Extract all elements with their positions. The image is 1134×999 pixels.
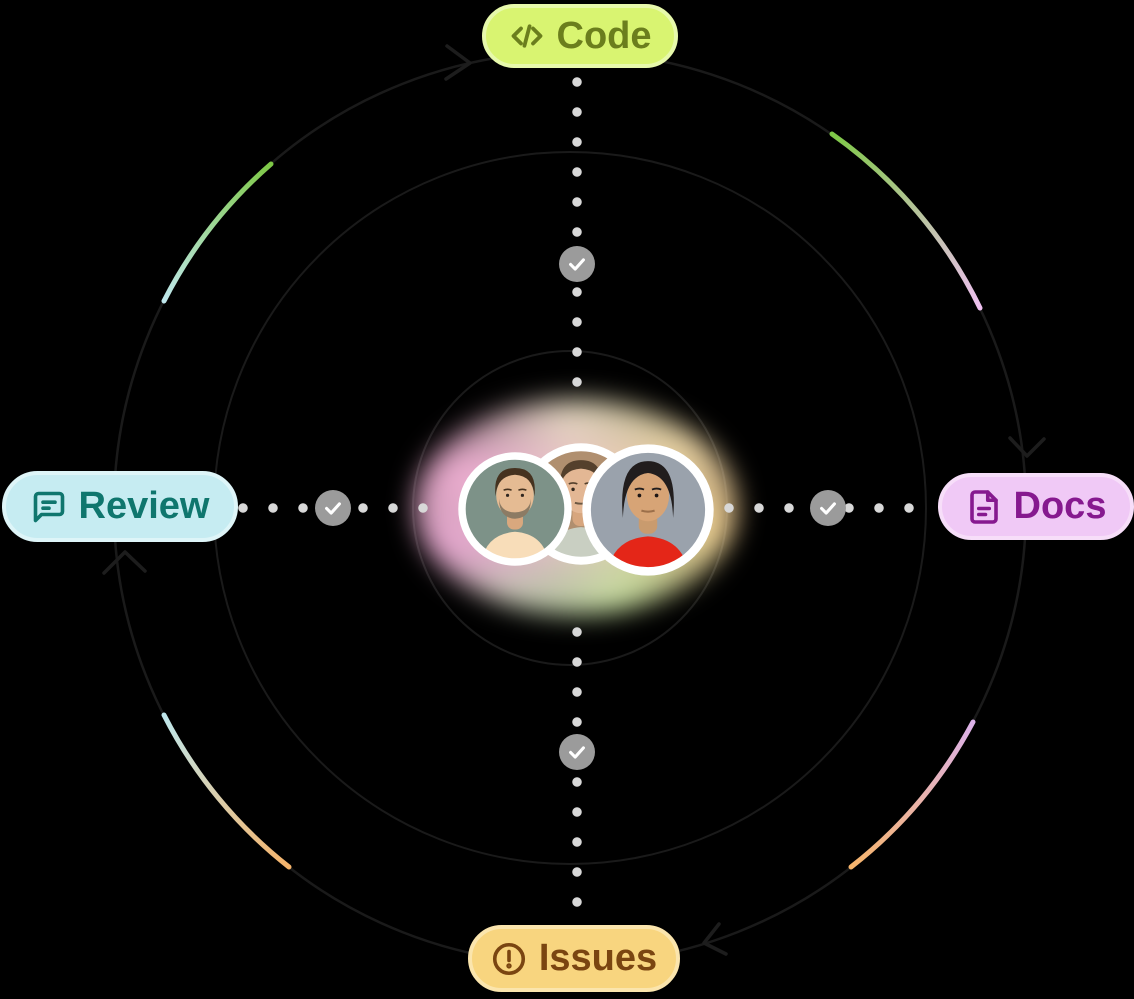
avatar-right bbox=[582, 444, 714, 576]
node-docs[interactable]: Docs bbox=[938, 473, 1134, 540]
check-icon bbox=[569, 746, 585, 759]
arc-issues-to-review bbox=[161, 712, 292, 870]
document-icon bbox=[969, 489, 998, 524]
node-code[interactable]: Code bbox=[482, 4, 678, 68]
check-badge bbox=[315, 490, 351, 526]
check-icon bbox=[325, 502, 341, 515]
dotted-connector-top bbox=[572, 67, 582, 397]
arrow-to-issues-icon bbox=[702, 922, 728, 956]
check-badge bbox=[559, 734, 595, 770]
avatar-left bbox=[458, 452, 572, 566]
comment-icon bbox=[33, 491, 64, 522]
node-review[interactable]: Review bbox=[2, 471, 238, 542]
node-docs-label: Docs bbox=[1013, 485, 1107, 527]
node-issues-label: Issues bbox=[538, 937, 658, 979]
alert-circle-icon bbox=[492, 942, 525, 975]
arc-review-to-code bbox=[161, 161, 274, 304]
arc-code-to-docs bbox=[829, 131, 983, 311]
arrow-to-docs-icon bbox=[1008, 436, 1046, 458]
check-icon bbox=[820, 502, 836, 515]
check-badge bbox=[810, 490, 846, 526]
check-icon bbox=[569, 258, 585, 271]
node-issues[interactable]: Issues bbox=[468, 925, 680, 992]
check-badge bbox=[559, 246, 595, 282]
arrow-to-review-icon bbox=[102, 550, 147, 575]
code-icon bbox=[511, 24, 542, 48]
node-code-label: Code bbox=[556, 14, 652, 57]
arrow-to-code-icon bbox=[444, 44, 472, 81]
node-review-label: Review bbox=[78, 485, 210, 527]
arc-docs-to-issues bbox=[848, 719, 976, 870]
